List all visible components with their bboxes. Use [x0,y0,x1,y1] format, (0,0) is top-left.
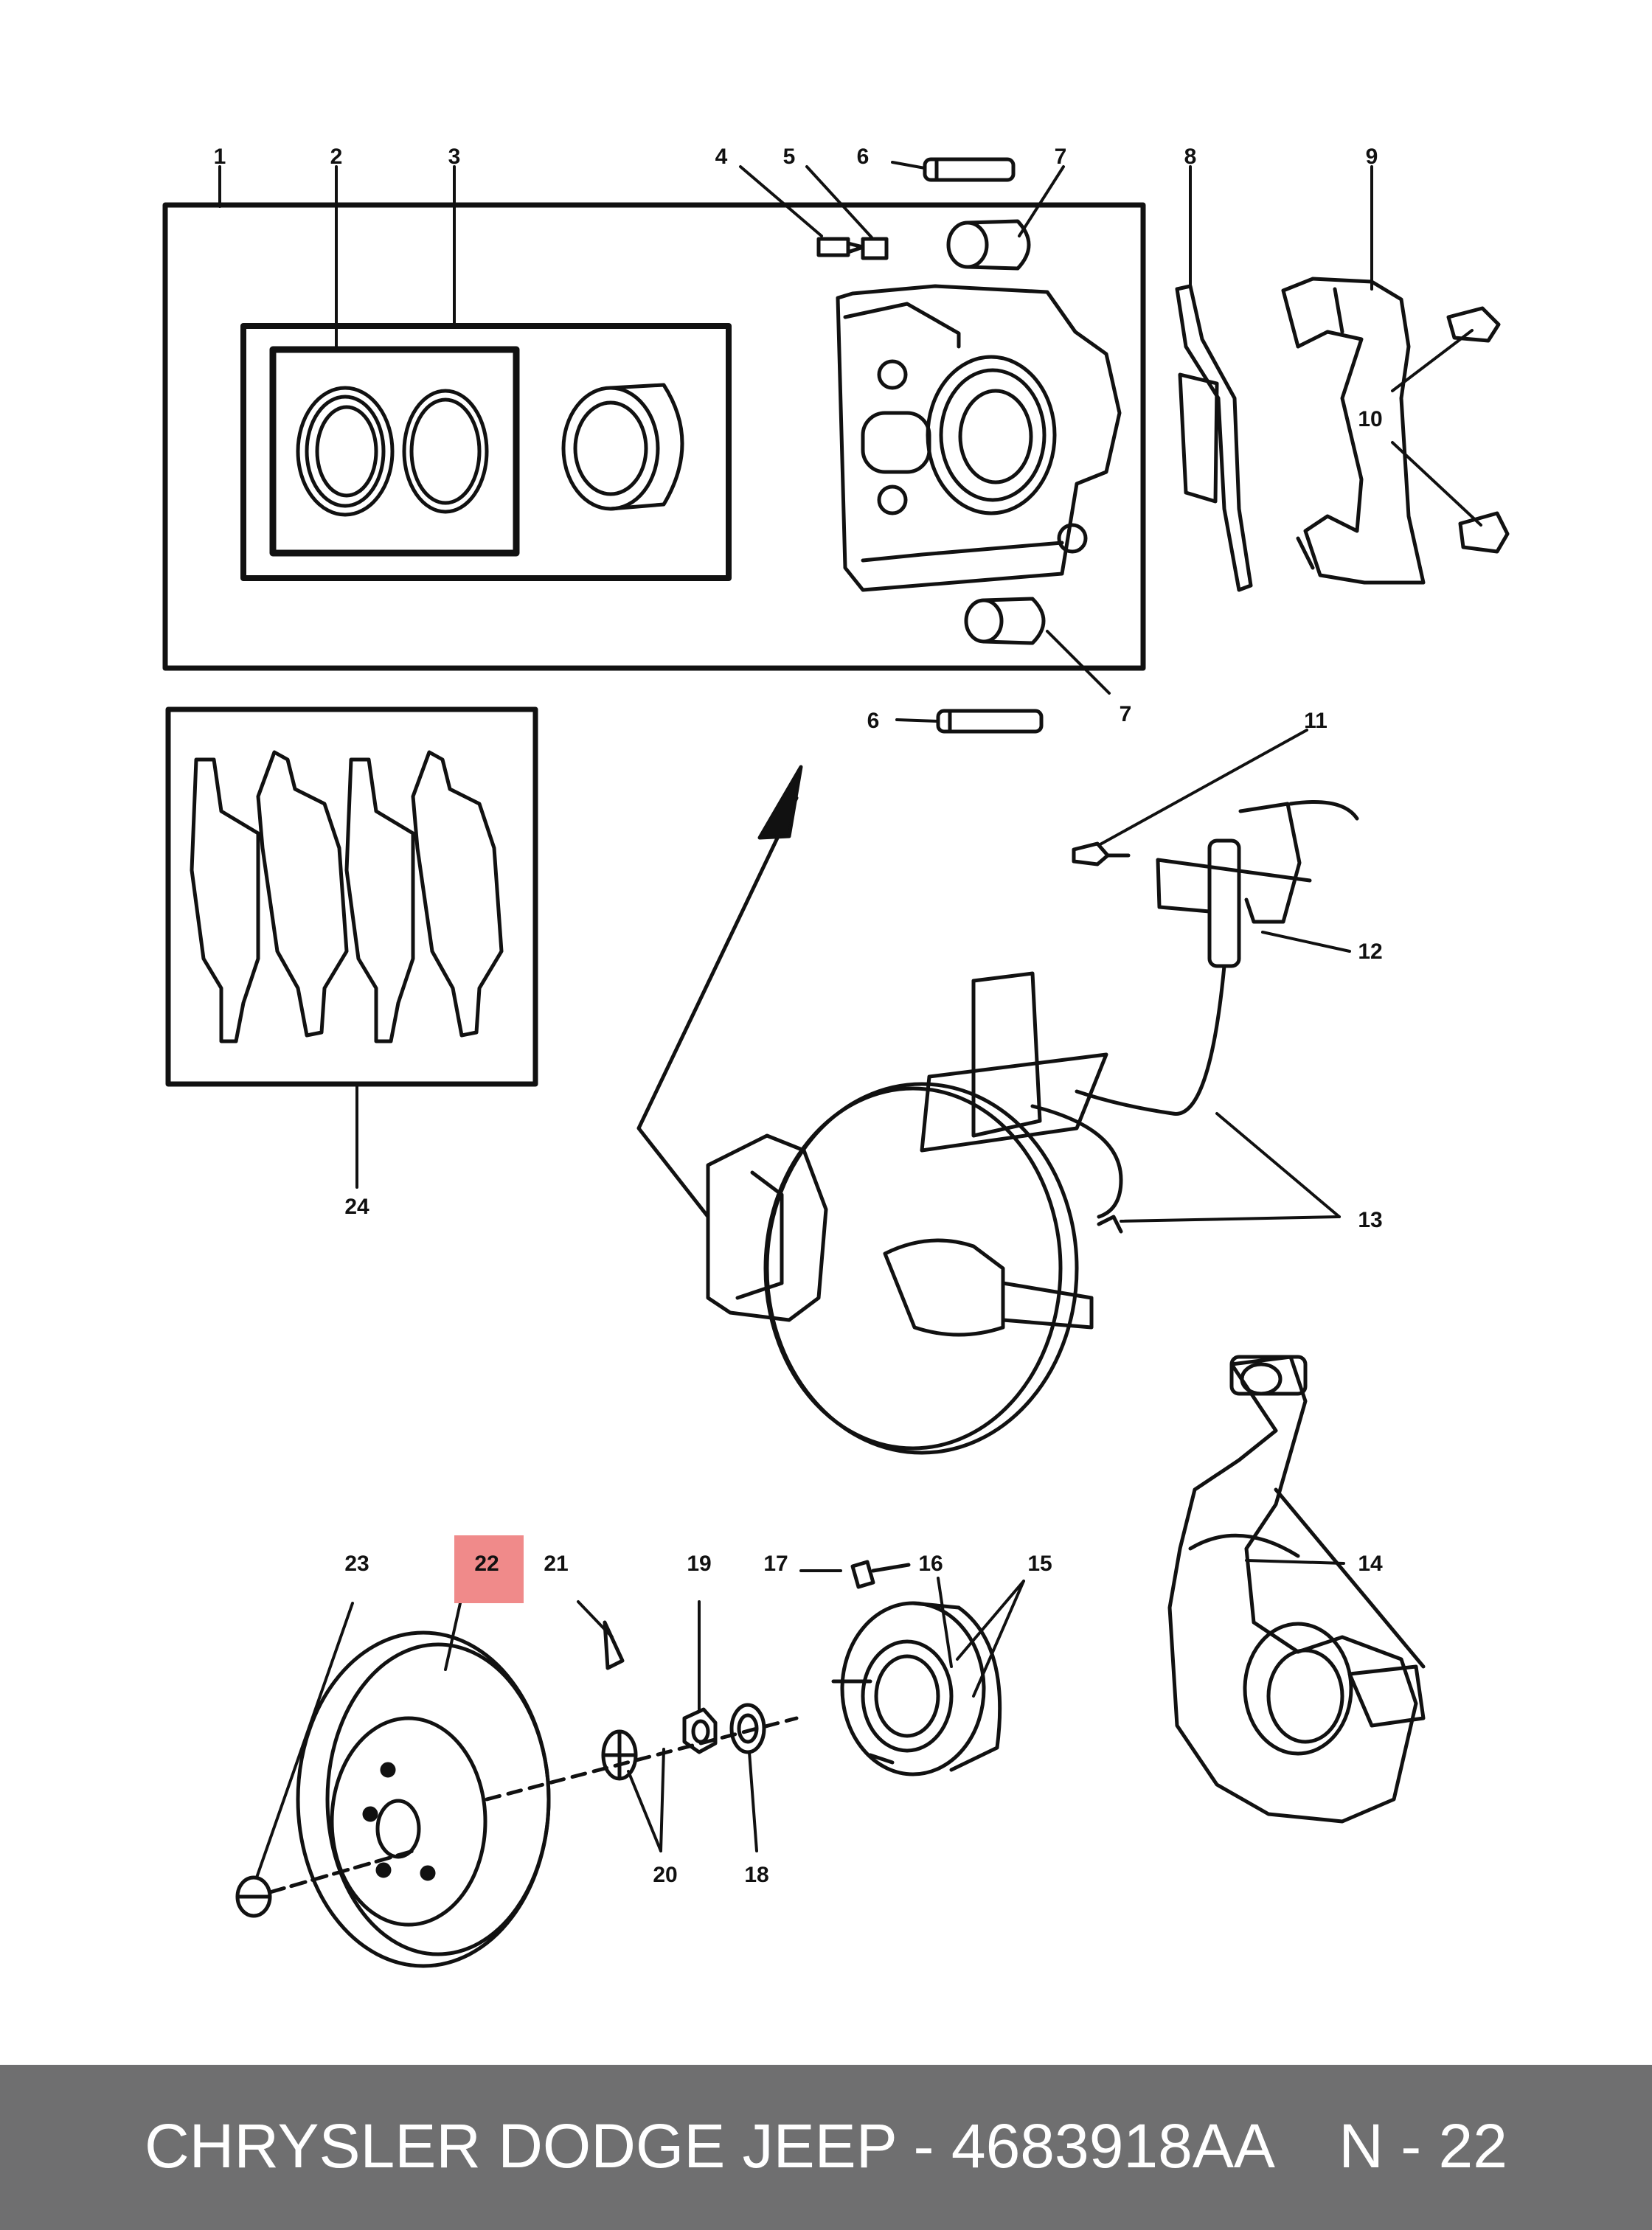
brake-assembly [706,971,1108,1455]
caliper-piston [561,383,684,511]
brake-rotor [296,1630,551,1968]
callout-labels: 1 2 3 4 5 6 7 8 9 10 6 7 11 12 13 24 14 … [214,145,1383,1887]
bleeder-screw [816,237,865,257]
sensor-bolt [1072,841,1131,866]
callout-19: 19 [687,1552,711,1576]
callout-20: 20 [653,1863,677,1887]
callout-3: 3 [448,145,461,169]
caliper-kit-box [162,202,1146,671]
callout-6-lower: 6 [867,709,880,733]
guide-pin-upper [923,157,1016,182]
callout-21: 21 [544,1552,568,1576]
callout-11: 11 [1304,709,1328,733]
brand-part-number: CHRYSLER DODGE JEEP - 4683918AA [145,2111,1275,2181]
guide-pin-lower [936,709,1044,734]
bracket-bolt-lower [1458,511,1510,554]
callout-8: 8 [1184,145,1197,169]
hub-bearing [831,1601,1002,1776]
assembly-arrow [636,796,799,1219]
brake-pad-set [190,750,504,1043]
callout-17: 17 [763,1552,788,1576]
callout-12: 12 [1358,939,1382,964]
pin-bushing-upper [946,219,1031,271]
seal-box [269,346,520,557]
highlight-box-22 [454,1535,524,1603]
callout-4: 4 [715,145,728,169]
parts-diagram: 1 2 3 4 5 6 7 8 9 10 6 7 11 12 13 24 14 … [162,145,1510,1968]
callout-5: 5 [783,145,796,169]
caliper-adapter-bracket [1281,277,1426,585]
rotor-retainer [235,1849,415,1918]
callout-7-upper: 7 [1055,145,1067,169]
piston-seal-rings [296,386,489,517]
hub-bolt [850,1560,911,1589]
seal-kit-box [240,323,732,581]
wheel-speed-sensor [1030,800,1359,1234]
pin-bushing-lower [964,597,1046,645]
anti-rattle-clip [1175,284,1253,592]
bracket-bolt-upper [1446,306,1501,343]
bleeder-cap [861,237,889,260]
sensor-bracket [1156,858,1312,914]
callout-10: 10 [1358,407,1382,431]
callout-24: 24 [344,1195,369,1219]
callout-23: 23 [344,1552,369,1576]
callout-16: 16 [918,1552,943,1576]
callout-22: 22 [474,1552,499,1576]
callout-6-upper: 6 [857,145,870,169]
callout-15: 15 [1027,1552,1052,1576]
diagram-reference: N - 22 [1339,2111,1507,2181]
callout-1: 1 [214,145,226,169]
callout-2: 2 [330,145,343,169]
callout-14: 14 [1358,1552,1383,1576]
hub-washer [729,1703,766,1754]
callout-7-lower: 7 [1120,702,1132,726]
assembly-arrowhead [757,765,803,840]
steering-knuckle [1167,1355,1426,1824]
callout-13: 13 [1358,1208,1382,1232]
cotter-pin [603,1620,625,1670]
nut-retainer [601,1729,638,1781]
callout-9: 9 [1366,145,1378,169]
brake-pads-box [165,706,538,1087]
callout-18: 18 [744,1863,768,1887]
axle-centerline [485,1716,799,1802]
caliper-housing [836,284,1122,592]
footer-bar: CHRYSLER DODGE JEEP - 4683918AA N - 22 [0,2065,1652,2230]
leader-lines [218,161,1482,1879]
